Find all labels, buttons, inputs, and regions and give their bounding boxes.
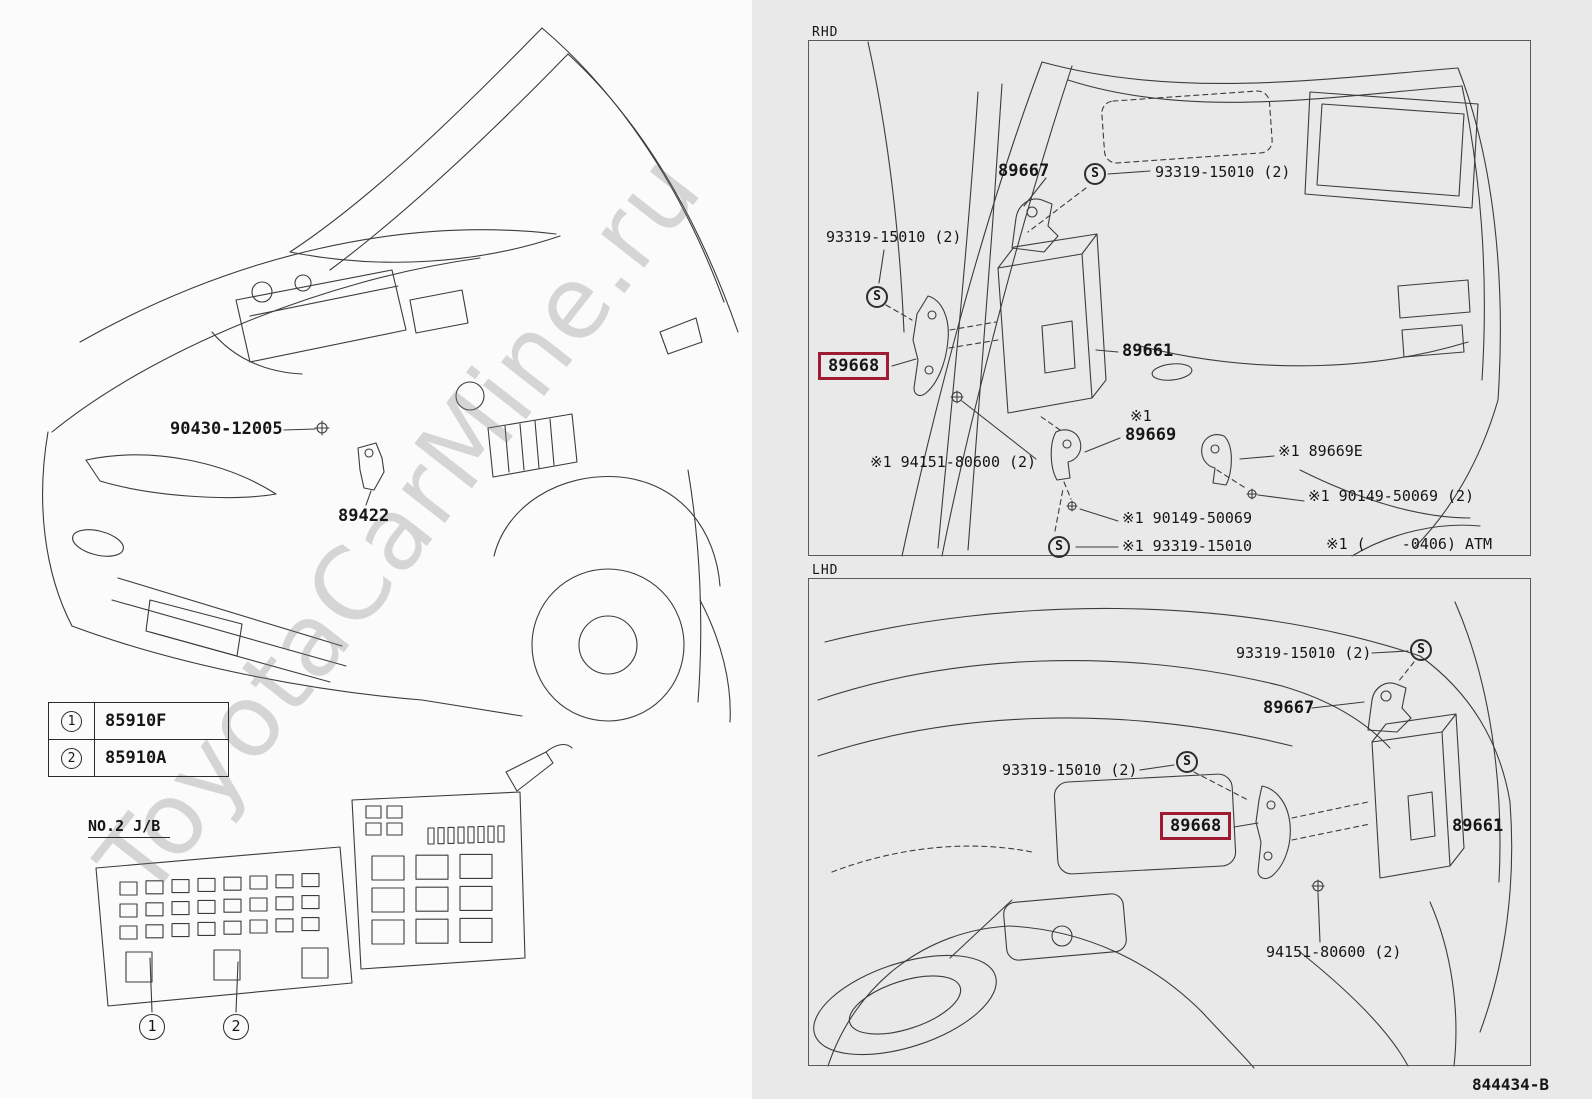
s-marker-icon: S (1410, 639, 1432, 661)
circled-number-1: 1 (61, 711, 82, 732)
car-sketch (42, 27, 739, 723)
callout-2: 2 (223, 1014, 249, 1040)
part-label-89667-lhd: 89667 (1263, 698, 1315, 718)
s-marker-icon: S (1176, 751, 1198, 773)
junction-box-sketch (95, 743, 573, 1013)
s-marker-icon: S (1084, 163, 1106, 185)
legend-part-85910A: 85910A (94, 739, 229, 777)
rhd-section-title: RHD (812, 25, 839, 40)
atm-production-note: ※1 ( -0406) ATM (1326, 535, 1493, 553)
table-row: 1 85910F (48, 702, 229, 740)
part-label-89669: 89669 (1125, 425, 1177, 445)
part-label-90149: ※1 90149-50069 (1122, 509, 1252, 527)
s-marker-icon: S (1048, 536, 1070, 558)
junction-box-title: NO.2 J/B (88, 817, 171, 838)
part-label-93319-bottom-rhd: ※1 93319-15010 (1122, 537, 1252, 555)
part-label-89661-lhd: 89661 (1452, 816, 1504, 836)
table-row: 2 85910A (48, 739, 229, 777)
lhd-dashboard-sketch (813, 601, 1513, 1069)
part-label-90149-2: ※1 90149-50069 (2) (1308, 487, 1475, 505)
part-label-94151-rhd: ※1 94151-80600 (2) (870, 453, 1037, 471)
ref-mark-1: ※1 (1130, 407, 1152, 425)
part-label-89667-rhd: 89667 (998, 161, 1050, 181)
part-label-93319-top-rhd: 93319-15010 (2) (1155, 163, 1291, 181)
legend-part-85910F: 85910F (94, 702, 229, 740)
legend-table: 1 85910F 2 85910A (48, 702, 229, 777)
callout-1: 1 (139, 1014, 165, 1040)
highlighted-part-89668-rhd: 89668 (818, 352, 890, 380)
rhd-dashboard-sketch (867, 41, 1501, 557)
part-label-93319-left-rhd: 93319-15010 (2) (826, 228, 962, 246)
rhd-frame (808, 40, 1531, 556)
circled-number-2: 2 (61, 748, 82, 769)
part-label-89422: 89422 (338, 506, 390, 526)
part-label-90430-12005: 90430-12005 (170, 419, 283, 439)
lhd-frame (808, 578, 1531, 1066)
part-label-89669E: ※1 89669E (1278, 442, 1363, 460)
drawing-number: 844434-B (1472, 1075, 1550, 1094)
part-label-93319-mid-lhd: 93319-15010 (2) (1002, 761, 1138, 779)
s-marker-icon: S (866, 286, 888, 308)
part-label-89661-rhd: 89661 (1122, 341, 1174, 361)
highlighted-part-89668-lhd: 89668 (1160, 812, 1232, 840)
lhd-section-title: LHD (812, 563, 839, 578)
part-label-94151-lhd: 94151-80600 (2) (1266, 943, 1402, 961)
part-label-93319-top-lhd: 93319-15010 (2) (1236, 644, 1372, 662)
